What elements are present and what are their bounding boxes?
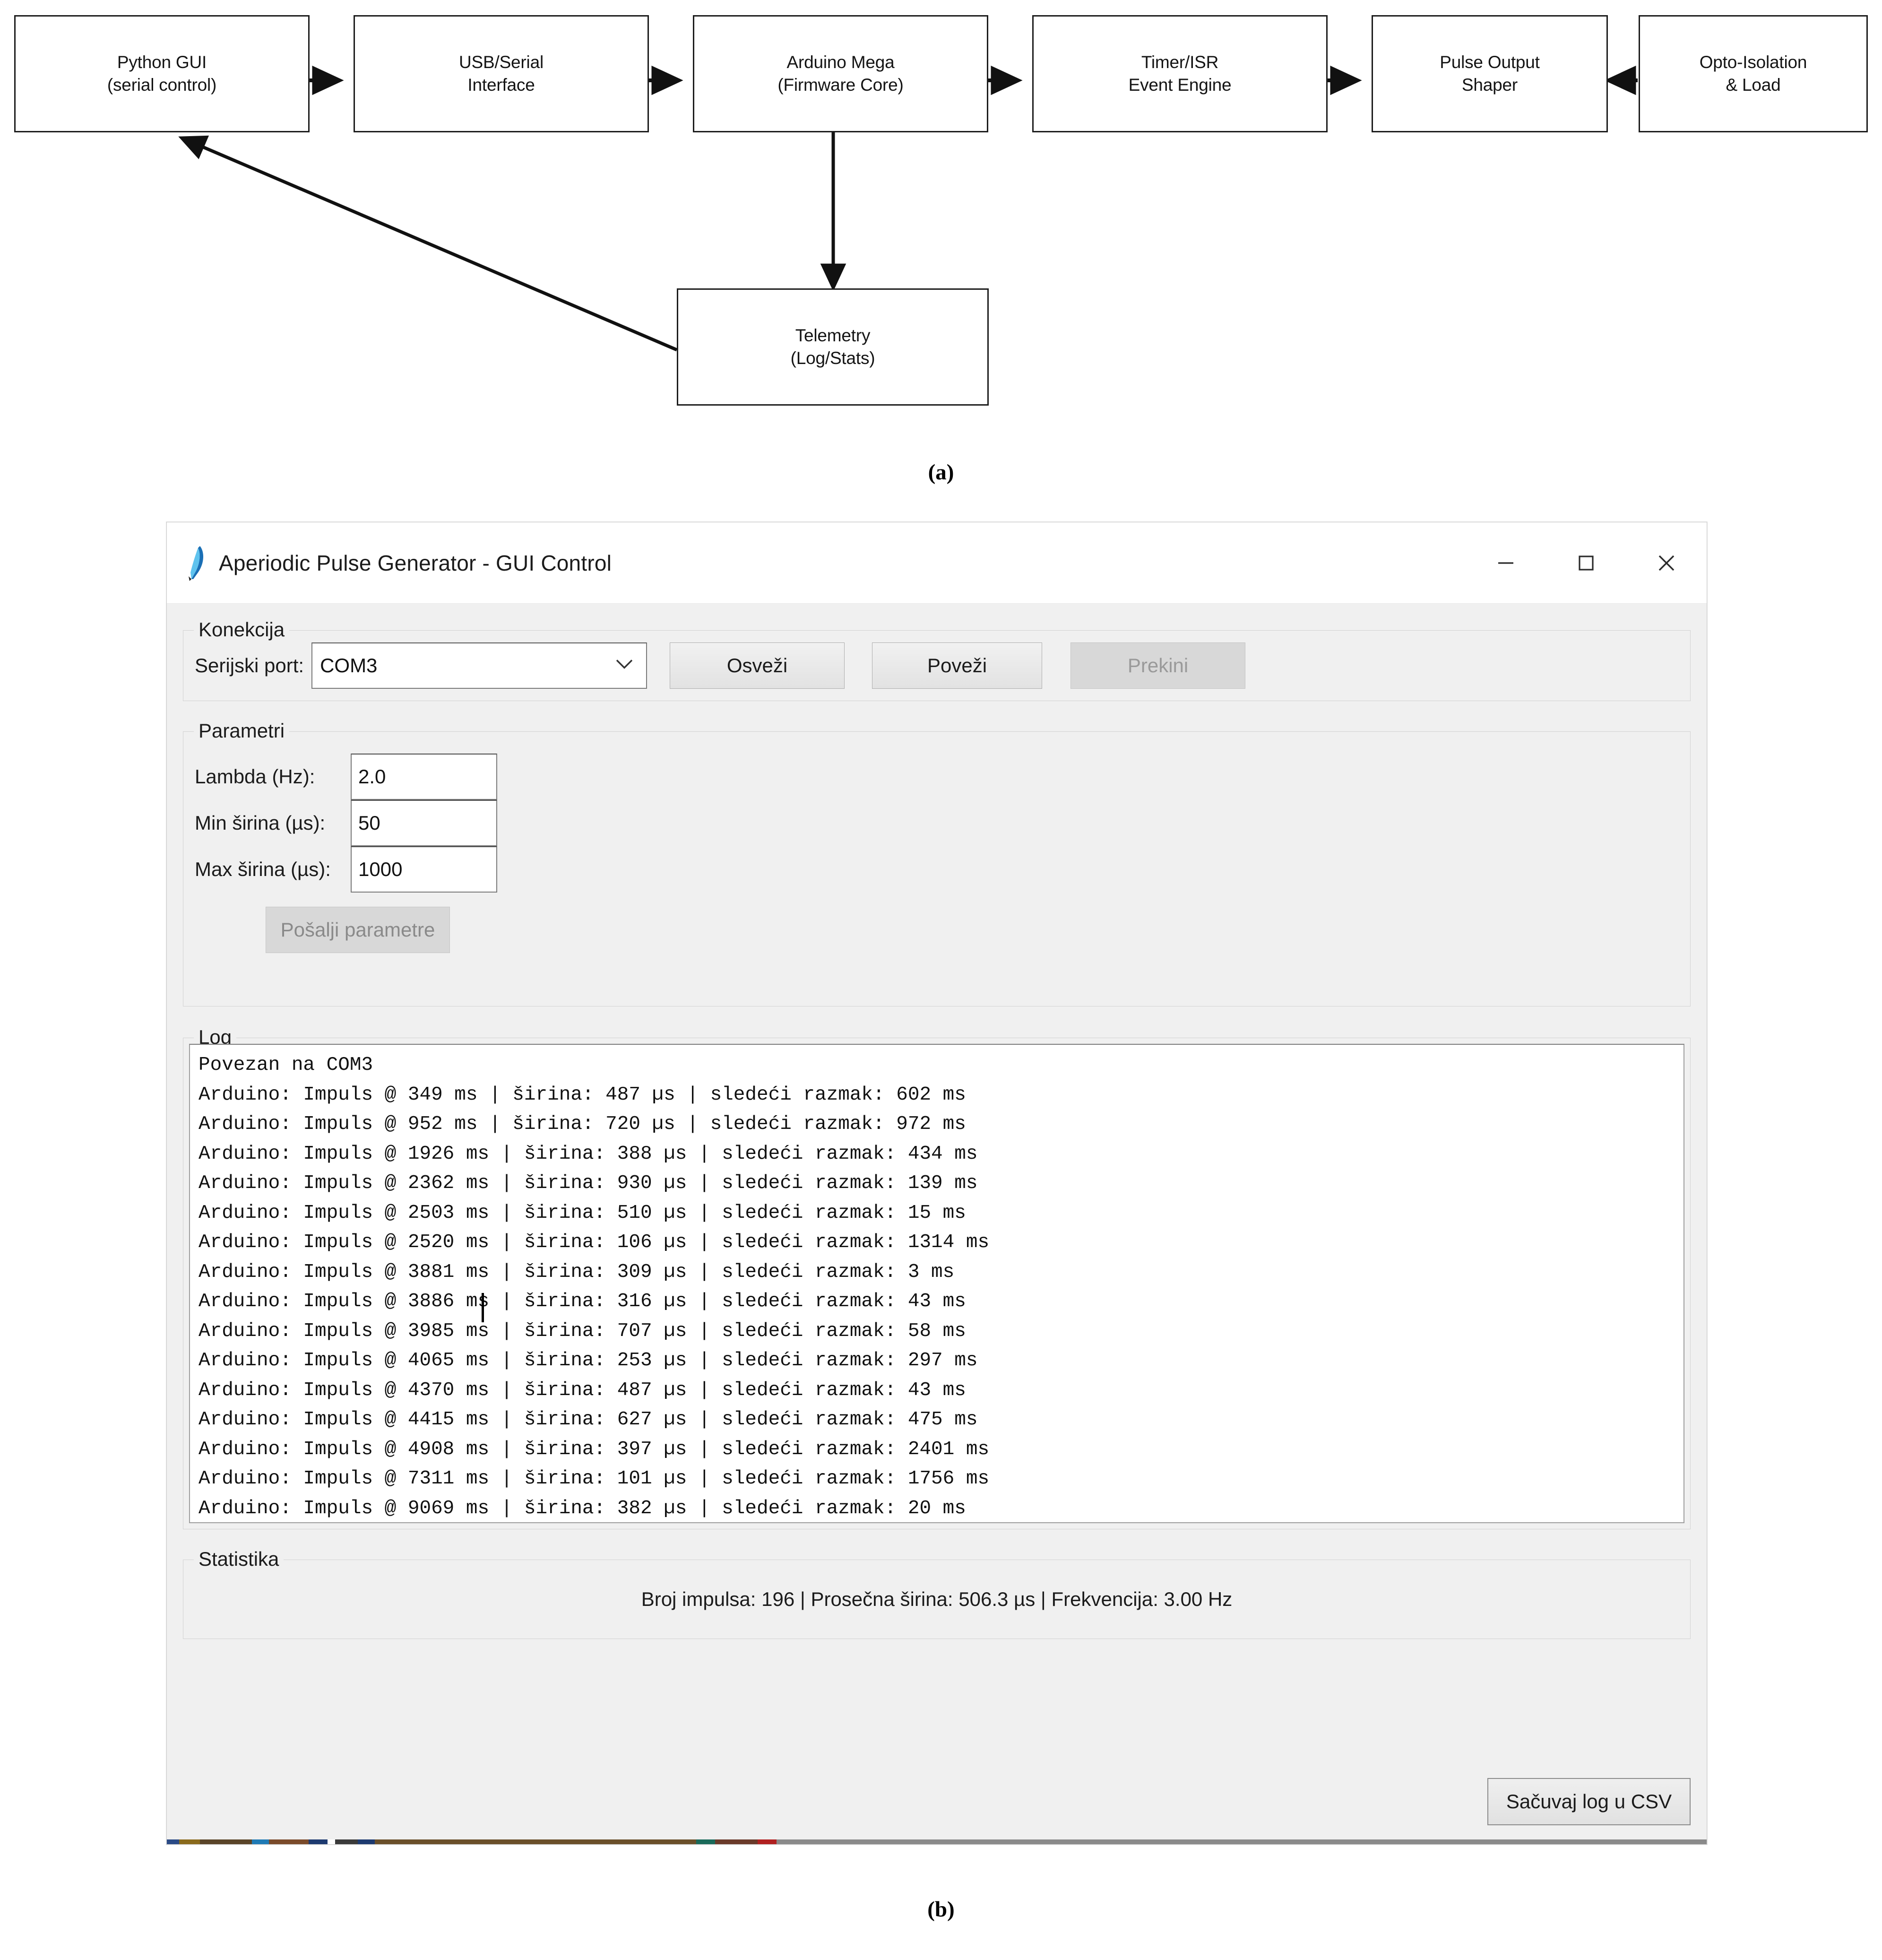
lambda-input[interactable]: 2.0 [351, 754, 497, 800]
box-line-2: (Log/Stats) [790, 348, 875, 368]
max-width-label: Max širina (µs): [195, 858, 331, 880]
statistics-group-title: Statistika [194, 1548, 284, 1570]
parameter-row-max-width: Max širina (µs): 1000 [195, 846, 1690, 893]
figure-caption-a: (a) [928, 460, 954, 485]
box-line-1: Pulse Output [1440, 52, 1540, 72]
box-line-2: (Firmware Core) [777, 75, 904, 95]
log-line: Arduino: Impuls @ 4370 ms | širina: 487 … [199, 1379, 966, 1401]
log-line: Arduino: Impuls @ 952 ms | širina: 720 µ… [199, 1113, 966, 1135]
min-width-input[interactable]: 50 [351, 800, 497, 846]
box-line-1: Arduino Mega [786, 52, 895, 72]
diagram-box-python-gui: Python GUI (serial control) [14, 15, 310, 132]
figure-caption-b: (b) [927, 1897, 955, 1922]
log-line: Arduino: Impuls @ 7311 ms | širina: 101 … [199, 1468, 990, 1490]
minimize-icon[interactable] [1466, 522, 1546, 604]
box-line-1: Opto-Isolation [1699, 52, 1807, 72]
serial-port-select[interactable]: COM3 [311, 642, 647, 689]
diagram-connectors [178, 65, 1638, 352]
app-window: Aperiodic Pulse Generator - GUI Control … [166, 522, 1707, 1845]
taskbar-sliver [167, 1839, 1707, 1844]
chevron-down-icon [615, 659, 634, 673]
log-line: Arduino: Impuls @ 4415 ms | širina: 627 … [199, 1409, 978, 1431]
diagram-box-timer-isr: Timer/ISR Event Engine [1032, 15, 1328, 132]
maximize-icon[interactable] [1546, 522, 1626, 604]
box-line-1: USB/Serial [459, 52, 544, 72]
window-client-area: Konekcija Serijski port: COM3 Osveži Pov… [167, 618, 1707, 1871]
window-titlebar[interactable]: Aperiodic Pulse Generator - GUI Control [167, 522, 1707, 604]
box-line-1: Timer/ISR [1141, 52, 1219, 72]
diagram-box-telemetry: Telemetry (Log/Stats) [677, 288, 989, 406]
log-line: Arduino: Impuls @ 349 ms | širina: 487 µ… [199, 1084, 966, 1106]
box-line-1: Telemetry [795, 325, 871, 345]
parameters-group-title: Parametri [194, 720, 290, 742]
box-line-2: Event Engine [1128, 75, 1232, 95]
window-title: Aperiodic Pulse Generator - GUI Control [219, 550, 612, 575]
serial-port-value: COM3 [320, 654, 378, 676]
max-width-input[interactable]: 1000 [351, 846, 497, 893]
architecture-block-diagram: Python GUI (serial control) USB/Serial I… [0, 0, 1882, 473]
box-line-2: (serial control) [107, 75, 217, 95]
statistics-group: Statistika Broj impulsa: 196 | Prosečna … [183, 1548, 1691, 1639]
log-line: Arduino: Impuls @ 2503 ms | širina: 510 … [199, 1202, 966, 1224]
refresh-ports-button[interactable]: Osveži [670, 642, 845, 689]
lambda-label: Lambda (Hz): [195, 765, 315, 788]
log-line: Povezan na COM3 [199, 1054, 373, 1076]
parameters-group: Parametri Lambda (Hz): 2.0 Min širina (µ… [183, 720, 1691, 1006]
log-line: Arduino: Impuls @ 3985 ms | širina: 707 … [199, 1320, 966, 1342]
log-line: Arduino: Impuls @ 3881 ms | širina: 309 … [199, 1261, 955, 1283]
text-caret [482, 1293, 484, 1322]
diagram-box-pulse-output-shaper: Pulse Output Shaper [1372, 15, 1608, 132]
feather-icon [181, 544, 208, 582]
close-icon[interactable] [1626, 522, 1707, 604]
min-width-label: Min širina (µs): [195, 812, 326, 834]
send-parameters-button[interactable]: Pošalji parametre [266, 907, 450, 953]
connect-button[interactable]: Poveži [872, 642, 1043, 689]
statistics-summary: Broj impulsa: 196 | Prosečna širina: 506… [641, 1588, 1233, 1610]
log-line: Arduino: Impuls @ 9069 ms | širina: 382 … [199, 1497, 966, 1519]
diagram-box-arduino-mega: Arduino Mega (Firmware Core) [693, 15, 988, 132]
log-line: Arduino: Impuls @ 4065 ms | širina: 253 … [199, 1350, 978, 1371]
log-line: Arduino: Impuls @ 4908 ms | širina: 397 … [199, 1438, 990, 1460]
log-line: Arduino: Impuls @ 2362 ms | širina: 930 … [199, 1172, 978, 1194]
diagram-box-opto-isolation: Opto-Isolation & Load [1639, 15, 1868, 132]
parameter-row-min-width: Min širina (µs): 50 [195, 800, 1690, 846]
save-log-csv-button[interactable]: Sačuvaj log u CSV [1487, 1778, 1691, 1825]
log-line: Arduino: Impuls @ 2520 ms | širina: 106 … [199, 1232, 990, 1253]
log-line: Arduino: Impuls @ 3886 ms | širina: 316 … [199, 1291, 966, 1312]
connection-group: Konekcija Serijski port: COM3 Osveži Pov… [183, 618, 1691, 701]
disconnect-button[interactable]: Prekini [1070, 642, 1246, 689]
box-line-2: Interface [467, 75, 535, 95]
box-line-2: Shaper [1461, 75, 1518, 95]
log-line: Arduino: Impuls @ 1926 ms | širina: 388 … [199, 1143, 978, 1165]
box-line-2: & Load [1726, 75, 1781, 95]
box-line-1: Python GUI [117, 52, 207, 72]
serial-port-label: Serijski port: [195, 654, 304, 676]
diagram-box-usb-serial: USB/Serial Interface [354, 15, 649, 132]
connection-group-title: Konekcija [194, 618, 290, 641]
parameter-row-lambda: Lambda (Hz): 2.0 [195, 754, 1690, 800]
